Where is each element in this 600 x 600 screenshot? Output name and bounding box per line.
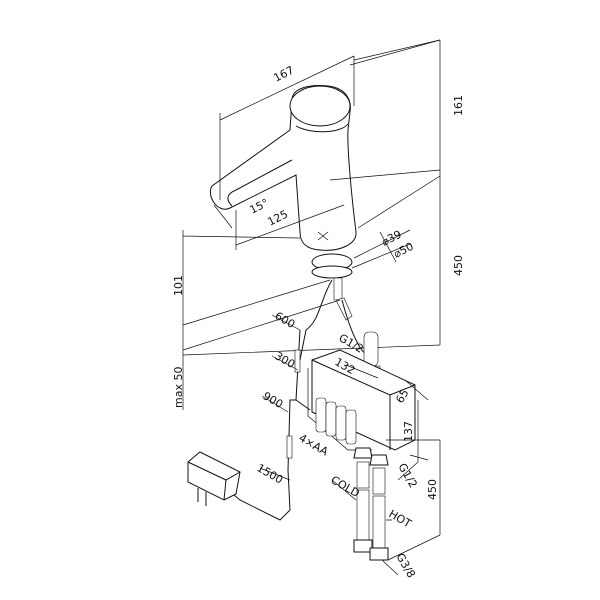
dim-450-top: 450 — [452, 255, 465, 276]
label-hot: HOT — [387, 507, 414, 530]
dimension-lines — [182, 39, 441, 410]
dim-161: 161 — [452, 95, 465, 116]
label-4xaa: 4×AA — [297, 431, 331, 458]
dim-101: 101 — [172, 275, 185, 296]
dim-max50: max 50 — [172, 367, 185, 408]
dim-450-bottom: 450 — [426, 479, 439, 500]
dim-65: 65 — [393, 387, 411, 406]
power-adapter-icon — [187, 451, 241, 506]
faucet-body — [210, 85, 357, 361]
cables — [227, 314, 311, 521]
dim-1500: 1500 — [255, 461, 286, 486]
dim-137: 137 — [402, 421, 415, 442]
control-box — [307, 349, 429, 481]
label-g38: G3/8 — [393, 551, 417, 580]
dim-167: 167 — [271, 64, 296, 85]
label-g12-bottom: G1/2 — [395, 461, 419, 490]
dim-15deg: 15° — [247, 196, 270, 216]
dim-125: 125 — [265, 208, 290, 229]
battery-pack — [315, 397, 357, 445]
dim-600: 600 — [273, 309, 298, 331]
inlet-hoses-bottom — [331, 439, 441, 576]
